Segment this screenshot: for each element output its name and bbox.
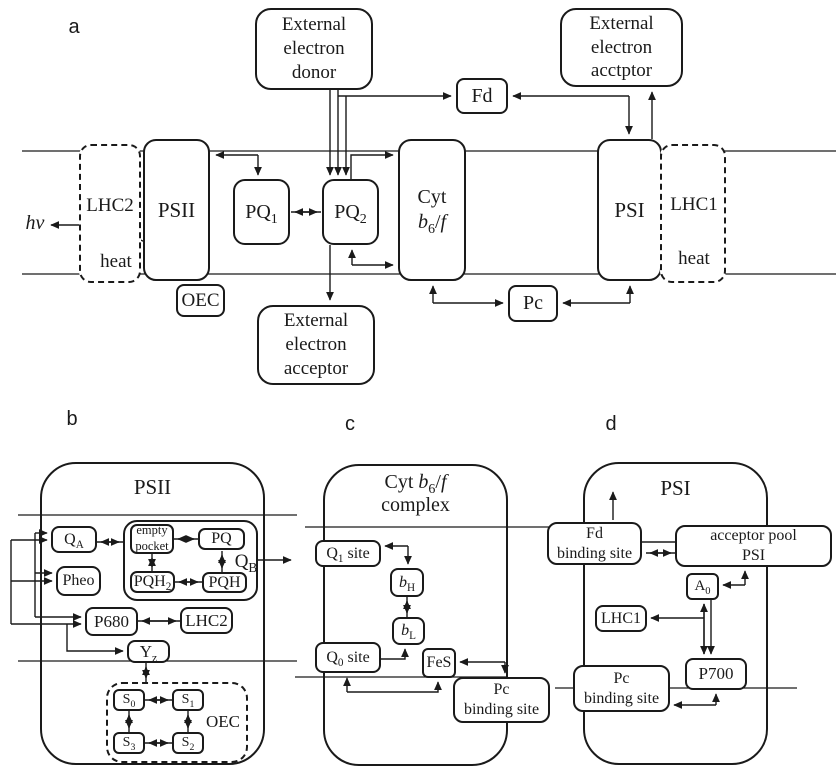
fd-binding-site-box: Fd binding site [547,522,642,565]
acceptor-top-line3: acctptor [590,60,653,82]
panel-d-label: d [605,413,617,435]
lhc1-label: LHC1 [670,194,718,215]
psii-detail-container [40,462,265,765]
psi-detail-title: PSI [660,476,691,500]
pc-box: Pc [508,285,558,322]
cytb6f-detail-title: Cyt b6/f complex [323,471,508,517]
yz-label: Yz [139,641,158,665]
lhc2-label: LHC2 [86,195,134,216]
pc-binding-d-line1: Pc [613,669,630,687]
psi-detail-container [583,462,768,765]
pq1-label: PQ1 [245,200,278,227]
acceptor-pool-psi-box: acceptor pool PSI [675,525,832,567]
pq-box: PQ [198,528,245,550]
s0-box: S0 [113,689,145,711]
heat-label-right: heat [678,248,710,269]
lhc2-box [79,144,141,283]
qb-label: QB [234,551,258,575]
pq1-box: PQ1 [233,179,290,245]
bl-box: bL [392,617,425,645]
acceptor-pool-line2: PSI [741,547,766,564]
cytb6f-title-line1: Cyt b6/f [384,471,447,497]
lhc2-detail-box: LHC2 [180,607,233,634]
a0-label: A0 [694,578,711,598]
acceptor-bottom-line3: acceptor [283,357,349,379]
psii-box: PSII [143,139,210,281]
acceptor-bottom-line2: electron [285,334,347,356]
s2-box: S2 [172,732,204,754]
fes-box: FeS [422,648,456,678]
heat-label-left: heat [100,251,132,272]
pq2-box: PQ2 [322,179,379,245]
bh-label: bH [398,573,416,594]
bl-label: bL [401,622,416,643]
pheo-box: Pheo [56,566,101,596]
cyt-b6f-box: Cyt b6/f [398,139,466,281]
q1-site-label: Q1 site [326,544,370,565]
s2-label: S2 [181,735,195,754]
panel-a-label: a [68,16,80,38]
pq2-label: PQ2 [334,200,367,227]
oec-container [106,682,248,763]
s1-box: S1 [172,689,204,711]
qa-label: QA [64,530,84,551]
pc-binding-site-box-d: Pc binding site [573,665,670,712]
external-electron-donor-box: External electron donor [255,8,373,90]
acceptor-top-line2: electron [590,36,653,58]
q1-site-box: Q1 site [315,540,381,567]
cyt-line2: b6/f [417,211,447,237]
acceptor-bottom-line1: External [283,310,349,332]
qa-box: QA [51,526,97,553]
q0-site-box: Q0 site [315,642,381,673]
panel-c-label: c [345,413,355,435]
p680-box: P680 [85,607,138,636]
pc-binding-site-box-c: Pc binding site [453,677,550,723]
donor-line2: electron [283,38,345,60]
fd-box: Fd [456,78,508,114]
pqh2-label: PQH2 [133,573,172,594]
donor-line1: External [281,14,347,36]
panel-b-label: b [66,408,78,430]
qb-pocket-container [123,520,258,601]
yz-box: Yz [127,640,170,663]
arrows-c [343,542,509,693]
empty-pocket-line2: pocket [135,539,169,553]
acceptor-top-line1: External [589,12,654,34]
pc-binding-c-line2: binding site [463,701,540,718]
cytb6f-title-line2: complex [381,494,450,516]
fd-binding-line1: Fd [586,524,603,542]
pqh2-box: PQH2 [130,571,175,593]
s1-label: S1 [181,692,195,711]
donor-line3: donor [291,61,337,83]
external-electron-acceptor-bottom-box: External electron acceptor [257,305,375,385]
lhc1-box [660,144,726,283]
arrows-a [50,90,656,307]
psii-detail-title: PSII [133,475,172,499]
cytb6f-detail-container [323,464,508,766]
oec-detail-label: OEC [206,712,240,731]
fd-binding-line2: binding site [556,544,633,562]
pc-binding-c-line1: Pc [493,681,510,698]
pqh-box: PQH [202,572,247,593]
s3-label: S3 [122,735,136,754]
s0-label: S0 [122,692,136,711]
hv-label: hν [25,212,45,234]
q0-site-label: Q0 site [326,648,370,669]
external-electron-acceptor-top-box: External electron acctptor [560,8,683,87]
bh-box: bH [390,568,424,597]
s3-box: S3 [113,732,145,754]
empty-pocket-box: empty pocket [130,523,174,554]
psi-box: PSI [597,139,662,281]
acceptor-pool-line1: acceptor pool [710,527,797,544]
p700-box: P700 [685,658,747,690]
pc-binding-d-line2: binding site [583,689,660,707]
oec-box-a: OEC [176,284,225,317]
empty-pocket-line1: empty [136,523,168,538]
a0-box: A0 [686,573,719,600]
lhc1-detail-box: LHC1 [595,605,647,632]
cyt-line1: Cyt [417,186,447,208]
